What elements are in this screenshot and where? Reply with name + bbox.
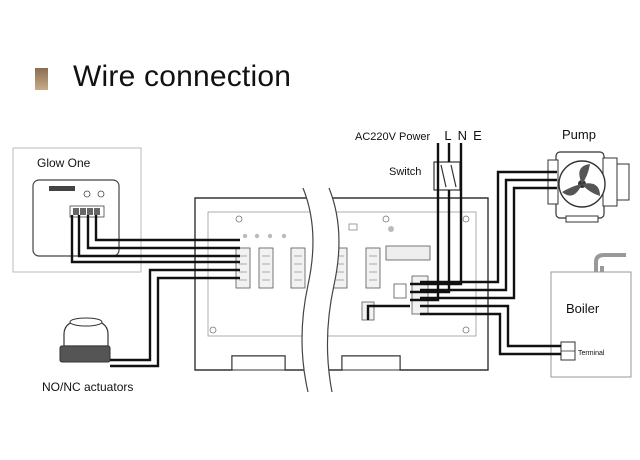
thermostat-unit (12, 147, 142, 273)
thermostat-label: Glow One (37, 156, 91, 170)
boiler-label: Boiler (566, 301, 600, 316)
switch-label: Switch (389, 166, 422, 178)
terminal-l: L (444, 128, 452, 143)
title-marker (35, 68, 48, 90)
terminal-n: N (457, 128, 468, 143)
wiring-centre (194, 197, 489, 371)
boiler-terminal-label: Terminal (578, 350, 605, 357)
power-label-text: AC220V Power (355, 131, 431, 143)
power-label: AC220V Power L N E (355, 129, 482, 143)
page-title: Wire connection (73, 60, 292, 93)
pump-unit (547, 151, 630, 223)
actuator-label: NO/NC actuators (42, 380, 134, 394)
actuator-unit (59, 317, 111, 363)
boiler-unit (550, 253, 632, 378)
pump-label: Pump (562, 127, 596, 142)
wires (70, 143, 561, 368)
section-break (301, 187, 340, 393)
terminal-e: E (473, 128, 482, 143)
